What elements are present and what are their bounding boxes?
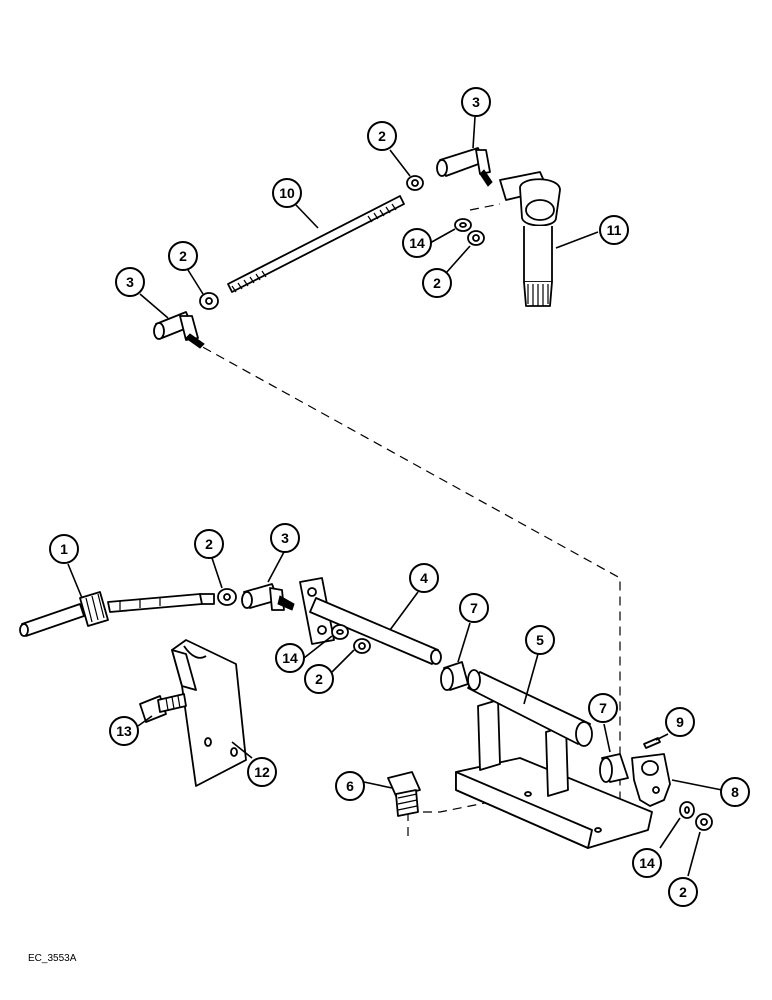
callout-2-cable: 2 bbox=[194, 529, 224, 559]
part-2-nut-top bbox=[406, 175, 424, 191]
callout-label: 5 bbox=[536, 632, 544, 648]
part-10-threaded-rod bbox=[227, 195, 405, 293]
part-8-lever-arm bbox=[631, 753, 671, 807]
callout-label: 2 bbox=[378, 128, 386, 144]
part-5-base-bracket bbox=[455, 669, 653, 849]
part-14-washer-top bbox=[454, 218, 472, 232]
callout-3-cable: 3 bbox=[270, 523, 300, 553]
callout-4: 4 bbox=[409, 563, 439, 593]
callout-2-bottom: 2 bbox=[668, 877, 698, 907]
callout-label: 12 bbox=[254, 764, 270, 780]
part-2-nut-bottom bbox=[695, 813, 713, 831]
callout-label: 10 bbox=[279, 185, 295, 201]
part-3-ball-joint-top bbox=[436, 147, 493, 187]
callout-label: 2 bbox=[179, 248, 187, 264]
callout-2-top: 2 bbox=[367, 121, 397, 151]
part-7-bushing-left bbox=[440, 661, 469, 691]
assembly-dashed-line-11 bbox=[469, 203, 501, 211]
callout-13: 13 bbox=[109, 716, 139, 746]
figure-reference-code: EC_3553A bbox=[28, 953, 77, 964]
part-2-nut-lower bbox=[353, 638, 371, 654]
part-2-nut-cable bbox=[217, 588, 237, 606]
callout-label: 2 bbox=[679, 884, 687, 900]
callout-label: 3 bbox=[126, 274, 134, 290]
callout-label: 4 bbox=[420, 570, 428, 586]
callout-6: 6 bbox=[335, 771, 365, 801]
callout-label: 14 bbox=[639, 855, 655, 871]
part-12-mounting-plate bbox=[171, 639, 247, 787]
callout-label: 14 bbox=[282, 650, 298, 666]
part-11-shaft-arm bbox=[499, 171, 561, 307]
part-13-bolt bbox=[139, 693, 187, 723]
callout-label: 7 bbox=[470, 600, 478, 616]
callout-label: 2 bbox=[315, 671, 323, 687]
callout-1: 1 bbox=[49, 534, 79, 564]
callout-label: 8 bbox=[731, 784, 739, 800]
callout-label: 2 bbox=[433, 275, 441, 291]
leader-lines bbox=[67, 116, 723, 877]
callout-12: 12 bbox=[247, 757, 277, 787]
callout-label: 3 bbox=[281, 530, 289, 546]
callout-label: 11 bbox=[607, 222, 622, 238]
part-4-lever-shaft bbox=[299, 577, 442, 665]
part-3-ball-joint-cable bbox=[241, 583, 295, 611]
part-2-nut-left bbox=[199, 292, 219, 310]
part-1-cable bbox=[19, 591, 215, 637]
callout-7-left: 7 bbox=[459, 593, 489, 623]
part-9-pin bbox=[643, 737, 661, 749]
callout-3-top: 3 bbox=[461, 87, 491, 117]
part-6-bolt bbox=[387, 771, 421, 817]
callout-label: 7 bbox=[599, 700, 607, 716]
callout-label: 6 bbox=[346, 778, 354, 794]
callout-label: 14 bbox=[409, 235, 425, 251]
callout-14-bottom: 14 bbox=[632, 848, 662, 878]
callout-3-left: 3 bbox=[115, 267, 145, 297]
callout-label: 2 bbox=[205, 536, 213, 552]
callout-2-left: 2 bbox=[168, 241, 198, 271]
part-2-nut-mid bbox=[467, 230, 485, 246]
callout-label: 3 bbox=[472, 94, 480, 110]
callout-5: 5 bbox=[525, 625, 555, 655]
callout-2-lower: 2 bbox=[304, 664, 334, 694]
callout-label: 13 bbox=[116, 723, 132, 739]
assembly-dashed-line-base bbox=[407, 799, 501, 842]
callout-14-top: 14 bbox=[402, 228, 432, 258]
part-14-washer-mid bbox=[331, 624, 349, 640]
callout-label: 9 bbox=[676, 714, 684, 730]
callout-7-right: 7 bbox=[588, 693, 618, 723]
part-3-ball-joint-left bbox=[153, 311, 205, 349]
callout-10: 10 bbox=[272, 178, 302, 208]
callout-11: 11 bbox=[599, 215, 629, 245]
callout-2-mid: 2 bbox=[422, 268, 452, 298]
callout-8: 8 bbox=[720, 777, 750, 807]
callout-label: 1 bbox=[60, 541, 68, 557]
callout-14-mid: 14 bbox=[275, 643, 305, 673]
part-14-washer-bottom bbox=[679, 801, 695, 819]
callout-9: 9 bbox=[665, 707, 695, 737]
part-7-bushing-right bbox=[599, 753, 629, 783]
assembly-dashed-line-main bbox=[189, 339, 621, 810]
